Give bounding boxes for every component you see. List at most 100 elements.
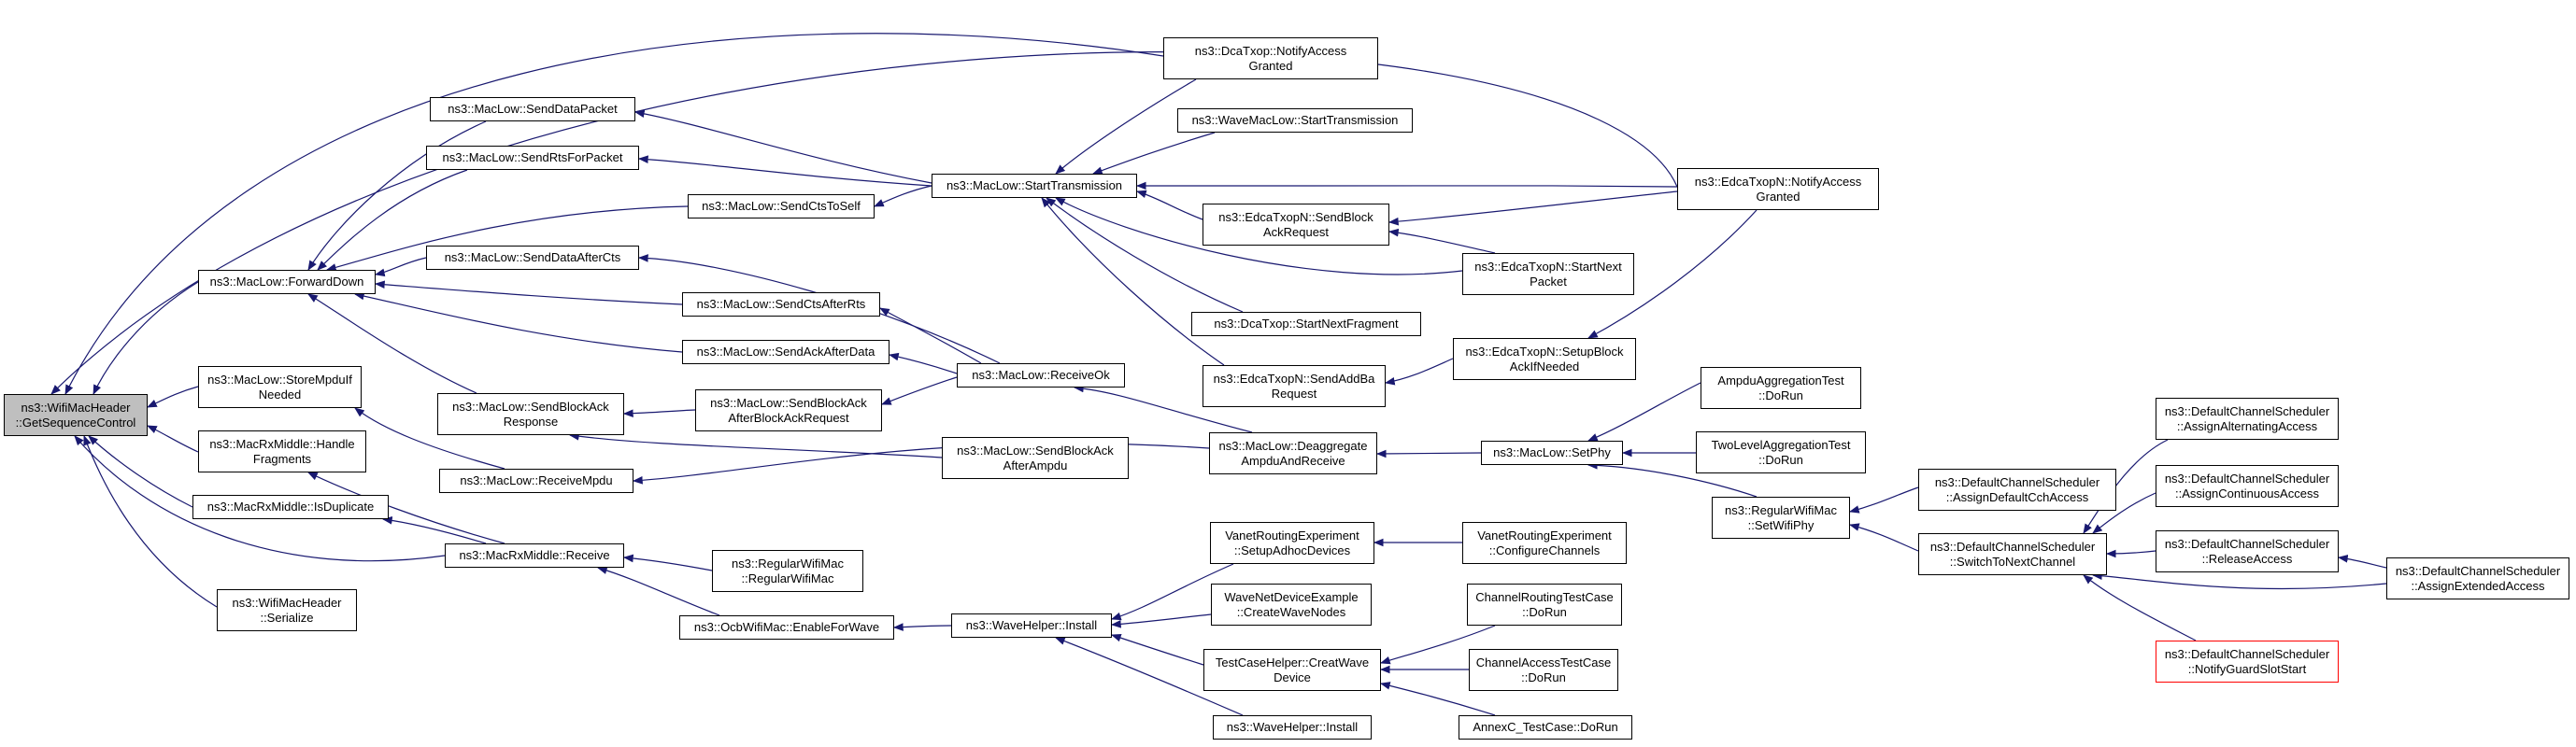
node-wifimacheader-serialize[interactable]: ns3::WifiMacHeader::Serialize (217, 589, 357, 631)
node-maclow-sendctsafterrts[interactable]: ns3::MacLow::SendCtsAfterRts (682, 292, 880, 317)
node-regularwifimac-setwifiphy[interactable]: ns3::RegularWifiMac::SetWifiPhy (1712, 497, 1850, 539)
node-label-line: ns3::MacLow::SendBlockAck (710, 395, 867, 410)
edge-serialize-to-root (83, 434, 218, 608)
edge-sendCtsToSelf-to-forwardDown (325, 205, 689, 272)
node-label-line: ChannelAccessTestCase (1475, 655, 1612, 669)
edge-testCaseHelper-to-waveInstall (1110, 633, 1204, 666)
node-label-line: ::SwitchToNextChannel (1949, 554, 2076, 569)
node-maclow-sendackafterdata[interactable]: ns3::MacLow::SendAckAfterData (682, 340, 890, 364)
edge-startTx-to-sendRts (637, 155, 932, 187)
node-channelroutingtestcase-dorun[interactable]: ChannelRoutingTestCase::DoRun (1467, 584, 1622, 626)
node-label-line: ::DoRun (1758, 388, 1803, 402)
node-channelaccesstestcase-dorun[interactable]: ChannelAccessTestCase::DoRun (1469, 649, 1618, 691)
node-defaultchannelscheduler-assigncontinuousaccess[interactable]: ns3::DefaultChannelScheduler::AssignCont… (2156, 465, 2339, 507)
node-wavenetdeviceexample-createwavenodes[interactable]: WaveNetDeviceExample::CreateWaveNodes (1211, 584, 1372, 626)
node-defaultchannelscheduler-assignalternatingaccess[interactable]: ns3::DefaultChannelScheduler::AssignAlte… (2156, 398, 2339, 440)
node-defaultchannelscheduler-assignextendedaccess[interactable]: ns3::DefaultChannelScheduler::AssignExte… (2386, 557, 2569, 599)
node-wavehelper-install[interactable]: ns3::WaveHelper::Install (951, 613, 1112, 638)
node-label-line: ns3::MacRxMiddle::IsDuplicate (206, 500, 375, 514)
node-label-line: ns3::WifiMacHeader (21, 400, 131, 415)
edge-setPhy-to-deaggregate (1375, 449, 1482, 458)
edge-sendDataPacket-to-forwardDown (307, 120, 487, 271)
node-maclow-starttransmission[interactable]: ns3::MacLow::StartTransmission (932, 174, 1137, 198)
node-maclow-receiveok[interactable]: ns3::MacLow::ReceiveOk (957, 363, 1125, 388)
node-ocbwifimac-enableforwave[interactable]: ns3::OcbWifiMac::EnableForWave (679, 615, 894, 640)
edge-waveInstall2-to-waveInstall (1054, 637, 1244, 716)
node-vanetroutingexperiment-configurechannels[interactable]: VanetRoutingExperiment::ConfigureChannel… (1462, 522, 1627, 564)
node-label-line: TwoLevelAggregationTest (1711, 437, 1851, 452)
edge-rxMiddleReceive-to-isDup (381, 516, 487, 544)
edge-waveMacStart-to-startTx (1091, 132, 1216, 175)
node-label-line: VanetRoutingExperiment (1225, 528, 1359, 543)
node-maclow-sendrtsforpacket[interactable]: ns3::MacLow::SendRtsForPacket (426, 146, 639, 170)
node-label-line: Granted (1756, 189, 1800, 204)
node-twolevelaggregationtest-dorun[interactable]: TwoLevelAggregationTest::DoRun (1696, 431, 1866, 473)
node-label-line: ns3::MacLow::SetPhy (1493, 445, 1611, 459)
node-label-line: ::SetupAdhocDevices (1233, 543, 1351, 557)
edge-releaseAccess-to-switchToNext (2105, 549, 2156, 558)
node-label-line: ns3::MacLow::SendDataPacket (448, 102, 618, 116)
node-maclow-senddatapacket[interactable]: ns3::MacLow::SendDataPacket (430, 97, 635, 121)
edge-edcaNotify-to-startTx (1135, 181, 1678, 190)
edge-forwardDown-to-root (93, 281, 199, 395)
node-maclow-setphy[interactable]: ns3::MacLow::SetPhy (1481, 441, 1623, 465)
edge-waveInstall-to-ocbEnable (892, 623, 952, 631)
node-maclow-forwarddown[interactable]: ns3::MacLow::ForwardDown (198, 270, 376, 294)
node-label-line: ::DoRun (1758, 452, 1803, 467)
edge-sendBlockAckAfterReq-to-sendBlockAckResp (622, 409, 696, 418)
node-label-line: Needed (258, 387, 302, 402)
node-label-line: ::DoRun (1521, 669, 1566, 684)
node-label-line: ns3::MacRxMiddle::Handle (209, 436, 355, 451)
node-regularwifimac-ctor[interactable]: ns3::RegularWifiMac::RegularWifiMac (712, 550, 863, 592)
node-wavehelper-install-2[interactable]: ns3::WaveHelper::Install (1213, 715, 1372, 740)
edge-ampduAggTest-to-setPhy (1587, 382, 1701, 442)
node-label-line: ::NotifyGuardSlotStart (2187, 661, 2307, 676)
node-macrxmiddle-isduplicate[interactable]: ns3::MacRxMiddle::IsDuplicate (192, 495, 389, 519)
edge-edcaNotify-to-edcaSendBlockAckReq (1388, 190, 1678, 226)
node-dcatxop-startnextfragment[interactable]: ns3::DcaTxop::StartNextFragment (1191, 312, 1421, 336)
node-vanetroutingexperiment-setupadhocdevices[interactable]: VanetRoutingExperiment::SetupAdhocDevice… (1210, 522, 1374, 564)
node-ampduaggregationtest-dorun[interactable]: AmpduAggregationTest::DoRun (1701, 367, 1861, 409)
node-maclow-sendctstoself[interactable]: ns3::MacLow::SendCtsToSelf (688, 194, 875, 218)
node-annexc-testcase-dorun[interactable]: AnnexC_TestCase::DoRun (1459, 715, 1632, 740)
node-label-line: WaveNetDeviceExample (1224, 589, 1359, 604)
node-label-line: ns3::DefaultChannelScheduler (2164, 536, 2330, 551)
node-defaultchannelscheduler-releaseaccess[interactable]: ns3::DefaultChannelScheduler::ReleaseAcc… (2156, 530, 2339, 572)
node-maclow-senddataaftercts[interactable]: ns3::MacLow::SendDataAfterCts (426, 246, 639, 270)
node-label-line: ::AssignAlternatingAccess (2176, 418, 2318, 433)
node-label-line: AfterAmpdu (1003, 458, 1068, 472)
node-defaultchannelscheduler-notifyguardslotstart[interactable]: ns3::DefaultChannelScheduler::NotifyGuar… (2156, 641, 2339, 683)
edge-rxMiddleReceive-to-handleFrag (307, 472, 505, 544)
node-macrxmiddle-receive[interactable]: ns3::MacRxMiddle::Receive (445, 543, 624, 568)
node-defaultchannelscheduler-assigndefaultcchaccess[interactable]: ns3::DefaultChannelScheduler::AssignDefa… (1918, 469, 2116, 511)
edge-sendCtsAfterRts-to-forwardDown (374, 280, 683, 305)
node-wavemaclow-starttransmission[interactable]: ns3::WaveMacLow::StartTransmission (1177, 108, 1413, 133)
edge-dcaStartNext-to-startTx (1046, 197, 1244, 313)
node-label-line: ns3::MacLow::StartTransmission (946, 178, 1123, 192)
edge-dcaNotify-to-startTx (1055, 78, 1197, 175)
node-label-line: ns3::EdcaTxopN::StartNext (1474, 259, 1622, 274)
edge-sendRts-to-forwardDown (317, 169, 468, 271)
node-label-line: ns3::WaveHelper::Install (1226, 720, 1359, 734)
edge-sendBlockAckAfterAmpdu-to-sendBlockAckResp (568, 432, 943, 458)
edge-startTx-to-sendCtsToSelf (874, 185, 932, 207)
node-defaultchannelscheduler-switchtonextchannel[interactable]: ns3::DefaultChannelScheduler::SwitchToNe… (1918, 533, 2107, 575)
edge-isDup-to-root (88, 435, 193, 508)
node-maclow-receivempdu[interactable]: ns3::MacLow::ReceiveMpdu (439, 469, 633, 493)
node-label-line: ns3::MacLow::SendCtsAfterRts (696, 297, 866, 311)
node-label-line: ns3::MacLow::SendBlockAck (452, 399, 609, 414)
